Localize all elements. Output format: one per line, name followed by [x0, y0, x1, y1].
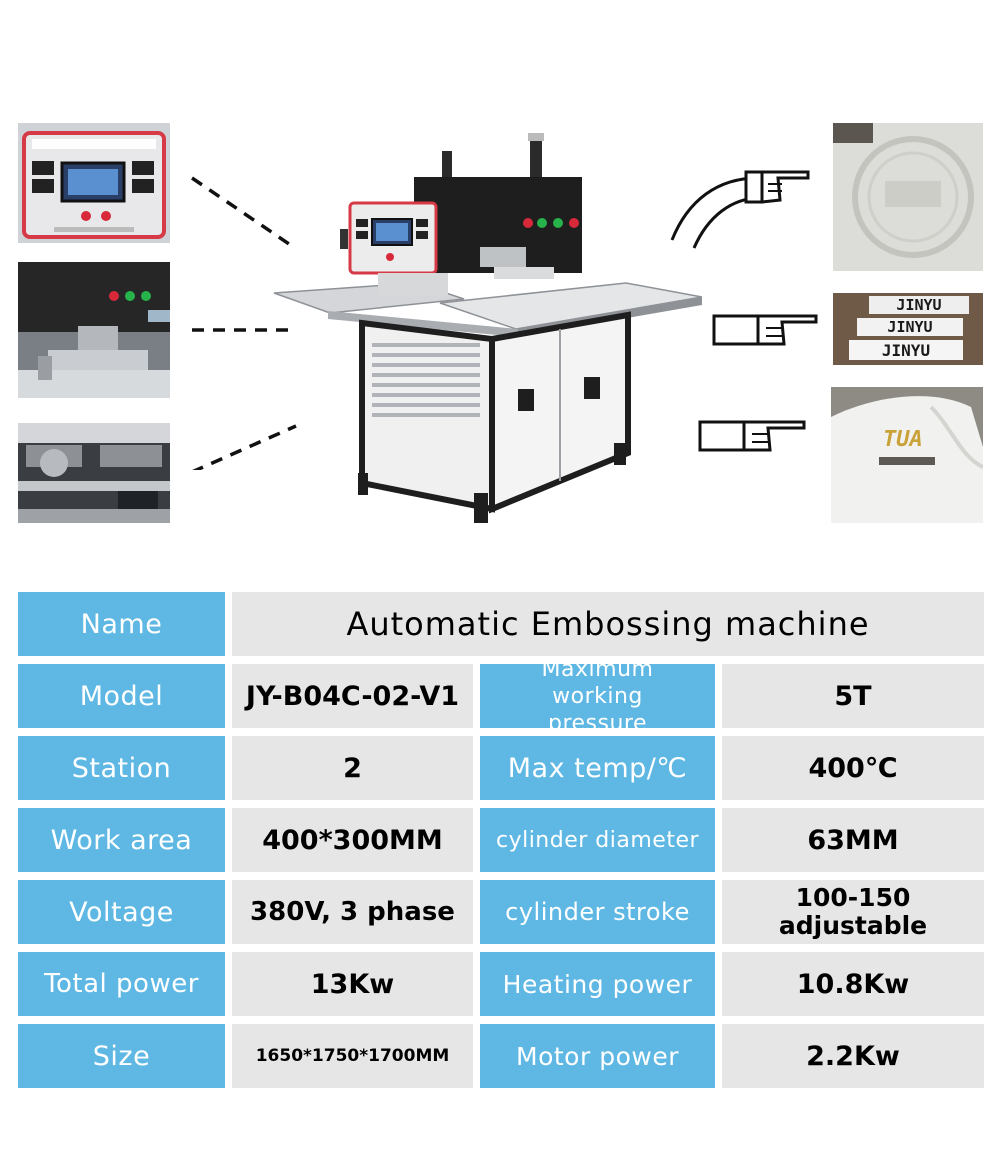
total-power-label: Total power [18, 952, 225, 1016]
control-panel-closeup-image [18, 123, 170, 243]
embossing-machine-image [268, 133, 708, 528]
station-value: 2 [232, 736, 473, 800]
embossed-seal-sample-image [833, 123, 983, 271]
dashed-leader-line [191, 176, 297, 470]
press-head-closeup-image [18, 262, 170, 398]
cylinder-diameter-label: cylinder diameter [480, 808, 715, 872]
embossed-label-sample-image: JINYU JINYU JINYU [833, 293, 983, 365]
size-label: Size [18, 1024, 225, 1088]
max-temp-value: 400℃ [722, 736, 984, 800]
max-pressure-label: Maximum working pressure [480, 657, 715, 736]
cylinder-diameter-value: 63MM [722, 808, 984, 872]
pointing-hand-icon [698, 420, 806, 452]
brand-logo: TUA [883, 427, 923, 452]
total-power-value: 13Kw [232, 952, 473, 1016]
voltage-value: 380V, 3 phase [232, 880, 473, 944]
brand-label-row-2: JINYU [887, 318, 933, 336]
pointing-hand-icon [712, 314, 818, 346]
model-value: JY-B04C-02-V1 [232, 664, 473, 728]
pointing-hand-icon [670, 170, 810, 249]
embossed-shirt-sample-image: TUA [831, 387, 983, 523]
work-area-label: Work area [18, 808, 225, 872]
logo-subtext-mark [879, 457, 935, 465]
model-label: Model [18, 664, 225, 728]
work-area-value: 400*300MM [232, 808, 473, 872]
cylinder-stroke-label: cylinder stroke [480, 880, 715, 944]
voltage-label: Voltage [18, 880, 225, 944]
heating-power-value: 10.8Kw [722, 952, 984, 1016]
max-temp-label: Max temp/℃ [480, 736, 715, 800]
brand-label-row-3: JINYU [881, 340, 931, 360]
max-pressure-value: 5T [722, 664, 984, 728]
cylinder-stroke-value: 100-150 adjustable [722, 880, 984, 944]
name-label: Name [18, 592, 225, 656]
motor-power-value: 2.2Kw [722, 1024, 984, 1088]
size-value: 1650*1750*1700MM [232, 1024, 473, 1088]
brand-label-row-1: JINYU [896, 296, 942, 314]
station-label: Station [18, 736, 225, 800]
heating-power-label: Heating power [480, 952, 715, 1016]
name-value: Automatic Embossing machine [232, 592, 984, 656]
heating-plates-closeup-image [18, 423, 170, 523]
motor-power-label: Motor power [480, 1024, 715, 1088]
